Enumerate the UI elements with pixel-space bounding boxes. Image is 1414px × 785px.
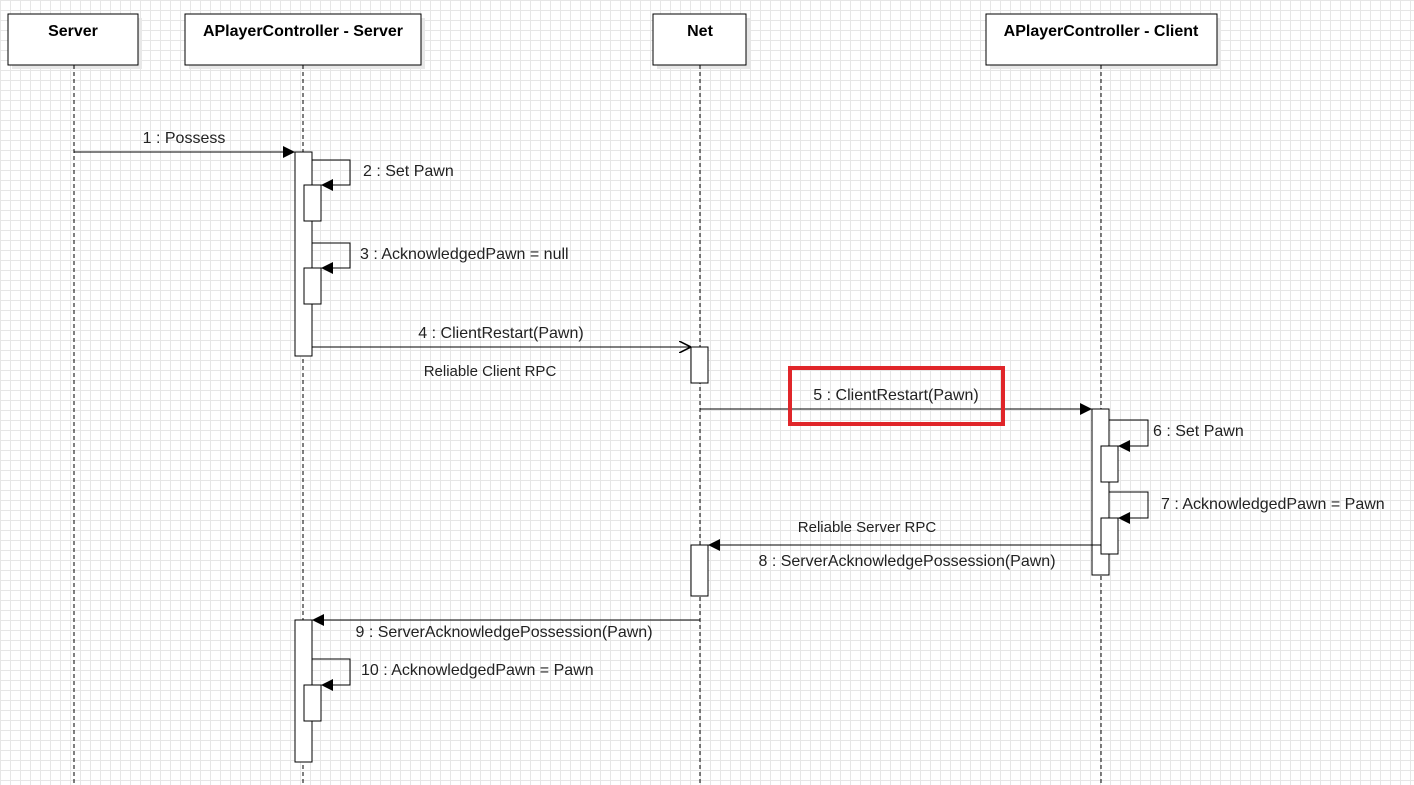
message-label-6: 6 : Set Pawn <box>1153 423 1244 440</box>
message-label-8: 8 : ServerAcknowledgePossession(Pawn) <box>758 553 1055 570</box>
message-label-2: 2 : Set Pawn <box>363 163 454 180</box>
activation-bar <box>690 346 709 384</box>
message-label-10: 10 : AcknowledgedPawn = Pawn <box>361 662 594 679</box>
message-label-1: 1 : Possess <box>143 130 226 147</box>
participant-playercontroller-server-label: APlayerController - Server <box>203 23 403 40</box>
message-label-3: 3 : AcknowledgedPawn = null <box>360 246 569 263</box>
message-arrow-6 <box>1109 419 1149 452</box>
message-label-4: 4 : ClientRestart(Pawn) <box>418 325 583 342</box>
activation-bar <box>690 544 709 597</box>
message-arrow-10 <box>312 658 351 691</box>
activation-bar <box>294 151 313 357</box>
message-arrow-3 <box>312 242 351 274</box>
message-arrow-2 <box>312 159 351 191</box>
participant-playercontroller-client-label: APlayerController - Client <box>1004 23 1199 40</box>
participant-net[interactable]: Net <box>652 13 750 69</box>
activation-bar <box>1100 517 1119 555</box>
activation-bar <box>303 684 322 722</box>
participant-playercontroller-server[interactable]: APlayerController - Server <box>184 13 425 69</box>
highlight-box <box>788 366 1005 426</box>
message-label-5: 5 : ClientRestart(Pawn) <box>813 387 978 404</box>
activation-bar <box>1100 445 1119 483</box>
message-label-9: 9 : ServerAcknowledgePossession(Pawn) <box>355 624 652 641</box>
participant-playercontroller-client[interactable]: APlayerController - Client <box>985 13 1221 69</box>
participant-server-label: Server <box>48 23 98 40</box>
note-reliable-server-rpc: Reliable Server RPC <box>798 519 937 536</box>
note-reliable-client-rpc: Reliable Client RPC <box>424 363 557 380</box>
message-arrow-7 <box>1109 491 1149 524</box>
message-label-7: 7 : AcknowledgedPawn = Pawn <box>1161 496 1385 513</box>
activation-bar <box>303 267 322 305</box>
activation-bar <box>303 184 322 222</box>
participant-net-label: Net <box>687 23 713 40</box>
participant-server[interactable]: Server <box>7 13 142 69</box>
